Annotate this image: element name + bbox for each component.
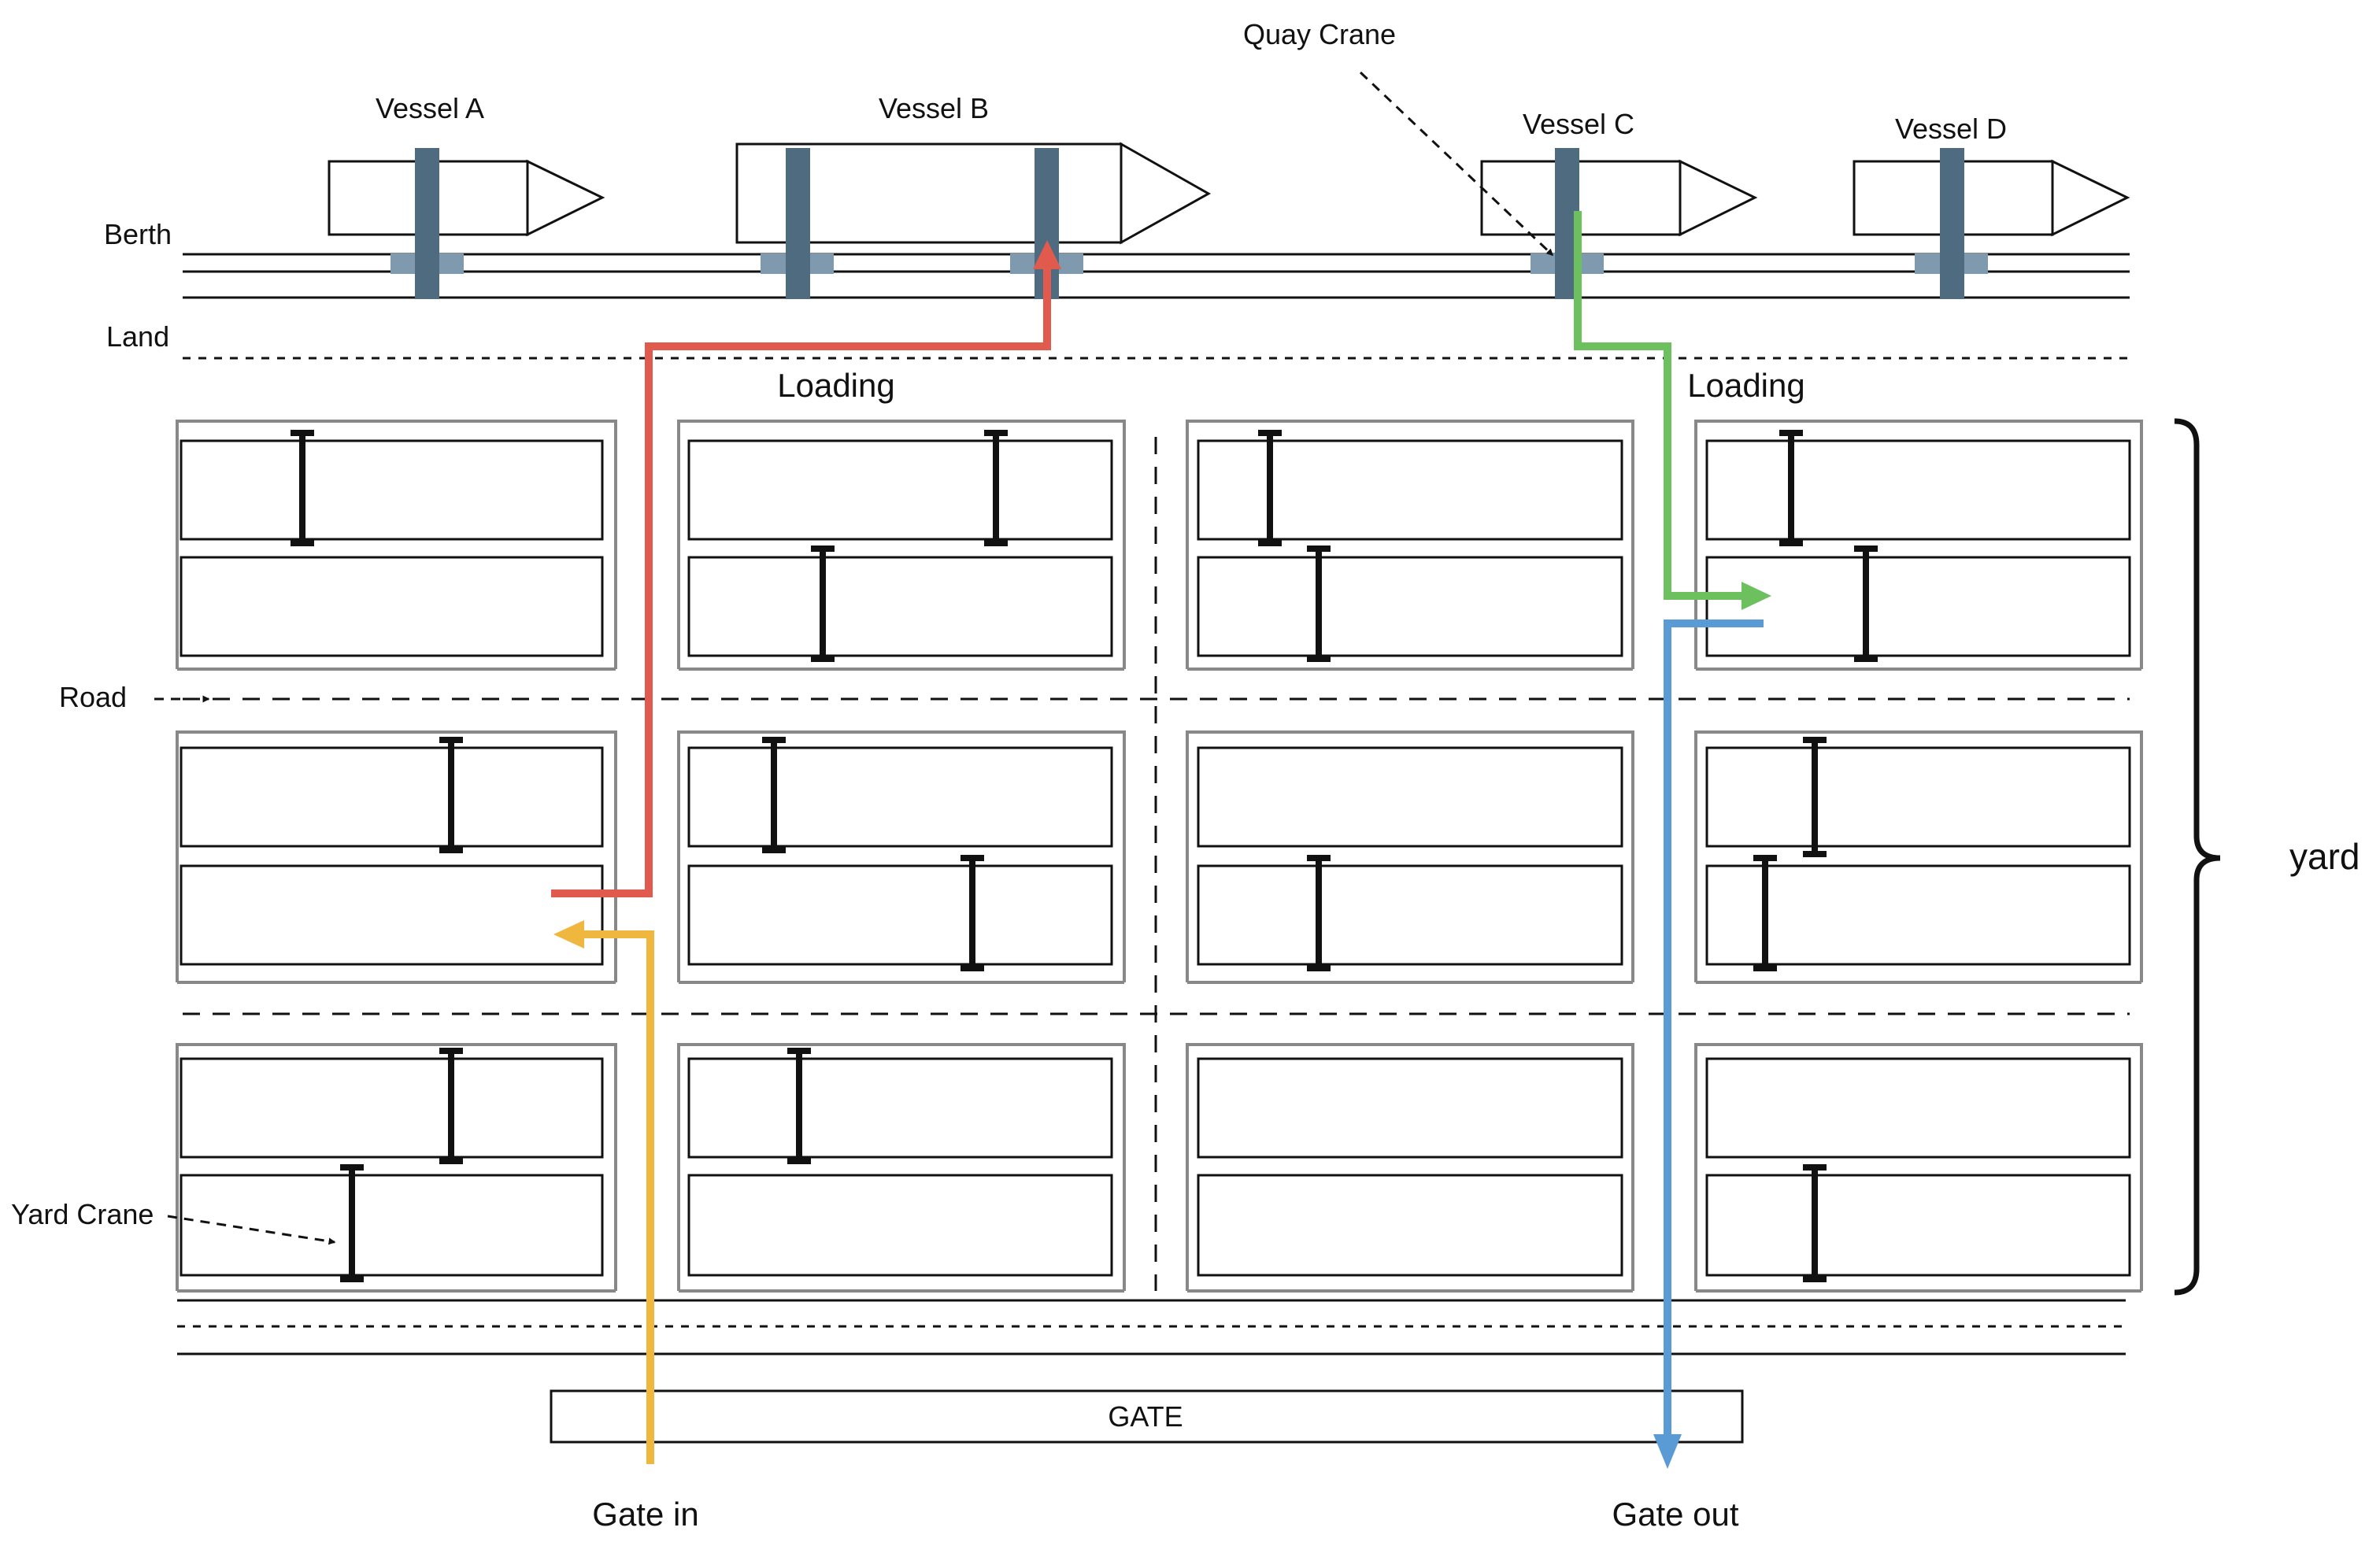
yard-crane-pointer — [167, 1215, 336, 1245]
yard-crane-icon — [1854, 546, 1878, 662]
flow-loading-green — [1574, 211, 1771, 610]
gate-in-label: Gate in — [592, 1496, 698, 1533]
yard-block — [687, 1057, 1113, 1159]
yard-crane-icon — [811, 546, 835, 662]
block-group-outline — [1694, 1043, 2143, 1291]
loading-label: Loading — [777, 367, 894, 404]
yard-block — [687, 746, 1113, 848]
yard-block — [180, 1057, 604, 1159]
yard-crane-icon — [1307, 546, 1331, 662]
yard-crane-icon — [1803, 737, 1827, 857]
yard-block — [1197, 556, 1623, 657]
roads — [183, 437, 2130, 1291]
yard-block — [1197, 864, 1623, 966]
quay-crane-pointer — [1359, 71, 1554, 257]
yard-block — [687, 864, 1113, 966]
yard-block — [180, 439, 604, 541]
yard-block-groups — [176, 420, 2143, 1293]
vessel-a — [328, 159, 605, 237]
yard-block — [1197, 746, 1623, 848]
yard-block — [1197, 439, 1623, 541]
yard-block — [687, 439, 1113, 541]
yard-crane-icon — [439, 1048, 463, 1164]
loading-label: Loading — [1687, 367, 1804, 404]
block-group-outline — [677, 730, 1126, 982]
yard-crane-icon — [291, 430, 314, 546]
block-group-outline — [677, 1043, 1126, 1291]
yard-crane-icon — [340, 1164, 364, 1282]
block-group-outline — [176, 420, 617, 669]
yard-block — [1705, 864, 2131, 966]
yard-crane-icon — [762, 737, 786, 853]
yard-label: yard — [2289, 836, 2360, 877]
yard-block — [1705, 746, 2131, 848]
gate-label: GATE — [1108, 1400, 1183, 1433]
quay-crane-label: Quay Crane — [1243, 18, 1396, 50]
yard-crane-icon — [1779, 430, 1803, 546]
land-label: Land — [106, 320, 169, 353]
block-group-outline — [176, 730, 617, 982]
yard-brace — [2174, 418, 2221, 1296]
block-group-outline — [1186, 730, 1634, 982]
vessel-d — [1853, 159, 2130, 237]
block-group-outline — [1186, 1043, 1634, 1291]
flow-loading-red — [551, 240, 1061, 897]
gate-box — [550, 1389, 1744, 1444]
vessel-label: Vessel D — [1895, 113, 2007, 145]
vessel-label: Vessel A — [376, 92, 484, 124]
yard-crane-icon — [787, 1048, 811, 1164]
yard-crane-icon — [961, 855, 984, 971]
block-group-outline — [1694, 420, 2143, 669]
yard-crane-icon — [439, 737, 463, 853]
vessel-c — [1480, 159, 1758, 237]
yard-crane-icon — [1753, 855, 1777, 971]
block-group-outline — [1694, 730, 2143, 982]
yard-block — [1705, 556, 2131, 657]
yard-block — [180, 1174, 604, 1277]
yard-block — [1705, 1174, 2131, 1277]
block-group-outline — [1186, 420, 1634, 669]
yard-block — [1197, 1057, 1623, 1159]
block-group-outline — [677, 420, 1126, 669]
yard-crane-icon — [1258, 430, 1282, 546]
road-label: Road — [59, 681, 127, 713]
gate-out-label: Gate out — [1612, 1496, 1738, 1533]
yard-crane-icon — [984, 430, 1008, 546]
yard-block — [687, 1174, 1113, 1277]
yard-block — [1197, 1174, 1623, 1277]
yard-blocks — [180, 439, 2131, 1277]
quay-crane — [390, 148, 464, 299]
vessel-label: Vessel B — [879, 92, 989, 124]
berth-label: Berth — [104, 218, 172, 250]
yard-crane-label: Yard Crane — [11, 1198, 154, 1230]
yard-block — [180, 746, 604, 848]
yard-block — [1705, 1057, 2131, 1159]
yard-block — [687, 556, 1113, 657]
yard-crane-icon — [1307, 855, 1331, 971]
block-group-outline — [176, 1043, 617, 1291]
flow-gate-out-blue — [1653, 619, 1764, 1469]
berth-quay — [183, 253, 2130, 299]
quay-crane — [1915, 148, 1988, 299]
yard-cranes — [291, 430, 1878, 1282]
bottom-road — [177, 1299, 2126, 1355]
yard-block — [1705, 439, 2131, 541]
vessel-label: Vessel C — [1523, 108, 1634, 140]
yard-block — [180, 556, 604, 657]
yard-block — [180, 864, 604, 966]
yard-crane-icon — [1803, 1164, 1827, 1282]
quay-crane — [761, 148, 834, 299]
flow-gate-in-yellow — [553, 920, 654, 1464]
